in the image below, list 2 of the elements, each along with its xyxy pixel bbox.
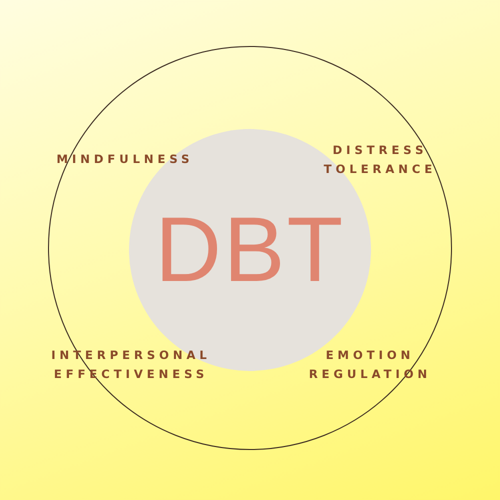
skill-label: DISTRESS TOLERANCE <box>322 142 438 178</box>
outer-ring <box>48 46 452 450</box>
